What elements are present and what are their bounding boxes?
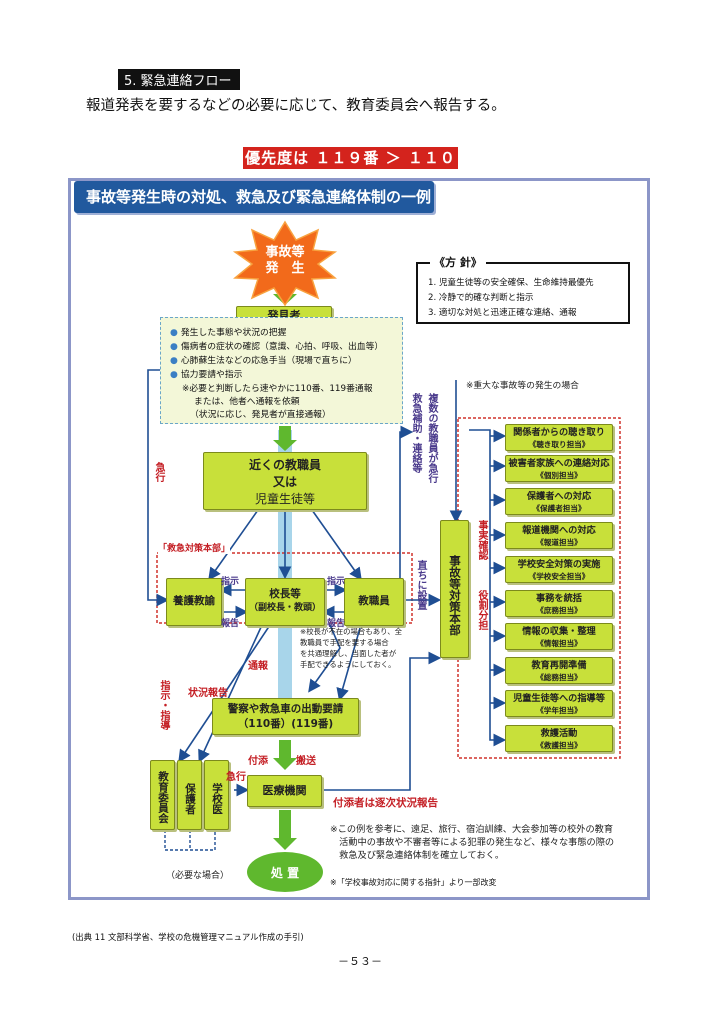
policy-title: 《方 針》 (430, 254, 486, 270)
principal-absent-note-4: 手配できるようにしておく。 (300, 660, 396, 669)
label-shiji-left: 指示 (221, 577, 240, 587)
incident-burst (232, 220, 338, 307)
label-shiji-right: 指示 (327, 577, 346, 587)
task-4: 報道機関への対応《報道担当》 (505, 522, 613, 549)
policy-item-3: 3. 適切な対処と迅速正確な連絡、通報 (428, 308, 577, 318)
nearby-staff-line3: 児童生徒等 (254, 492, 315, 506)
label-hokoku-right: 報告 (327, 619, 346, 629)
outcome-shape (247, 852, 323, 892)
principal-absent-note-2: 教職員で手配を要する場合 (300, 638, 389, 647)
task-8: 教育再開準備《総務担当》 (505, 657, 613, 684)
principal-absent-note-3: を共通理解し、当面した者が (300, 649, 397, 658)
bullet-icon: ● (170, 328, 178, 338)
nurse-teacher-box: 養護教諭 (166, 578, 222, 626)
policy-item-1: 1. 児童生徒等の安全確保、生命維持最優先 (428, 278, 594, 288)
source-citation: (出典 11 文部科学省、学校の危機管理マニュアル作成の手引) (72, 932, 304, 942)
discoverer-actions-box (160, 317, 403, 424)
principal-box: 校長等 （副校長・教頭） (245, 578, 325, 626)
task-group-boundary (457, 417, 621, 759)
task-2: 被害者家族への連絡対応《個別担当》 (505, 455, 613, 482)
task-6: 事務を統括《庶務担当》 (505, 590, 613, 617)
board-of-education-box: 教育委員会 (150, 760, 175, 830)
bullet-icon: ● (170, 342, 178, 352)
label-shiji-shido: 指示・指導 (158, 680, 169, 730)
discoverer-action-3: ●心肺蘇生法などの応急手当（現場で直ちに） (170, 356, 357, 366)
footnote-source-note: ※「学校事故対応に関する指針」より一部改変 (330, 878, 497, 887)
discoverer-action-2: ●傷病者の症状の確認（意識、心拍、呼吸、出血等） (170, 342, 384, 352)
school-doctor-box: 学校医 (204, 760, 229, 830)
label-kyukyu-hojo: 救急補助・連絡等 (410, 393, 421, 473)
task-5: 学校安全対策の実施《学校安全担当》 (505, 556, 613, 583)
nearby-staff-line2: 又は (272, 475, 297, 489)
footnote-main-3: 救急及び緊急連絡体制を確立しておく。 (330, 850, 505, 861)
medical-institution-box: 医療機関 (247, 775, 322, 807)
footnote-main-1: ※この例を参考に、遠足、旅行、宿泊訓練、大会参加等の校外の教育 (330, 824, 614, 835)
label-jijitsu: 事実確認 (476, 520, 487, 560)
serious-case-note: ※重大な事故等の発生の場合 (466, 381, 579, 391)
incident-burst-line1: 事故等 (265, 245, 305, 260)
bullet-icon: ● (170, 370, 178, 380)
incident-hq-box: 事故等対策本部 (440, 520, 469, 658)
discoverer-action-4: ●協力要請や指示 (170, 370, 243, 380)
nearby-staff-box: 近くの教職員 又は 児童生徒等 (203, 452, 367, 510)
staff-box: 教職員 (344, 578, 404, 626)
intro-text: 報道発表を要するなどの必要に応じて、教育委員会へ報告する。 (86, 98, 506, 114)
diagram-frame (68, 178, 650, 900)
label-kyuko-2: 急行 (226, 772, 246, 783)
label-kyuko: 急行 (153, 462, 164, 482)
task-3: 保護者への対応《保護者担当》 (505, 488, 613, 515)
label-jokyo-hokoku: 状況報告 (188, 688, 228, 699)
label-yakuwari: 役割分担 (476, 590, 487, 630)
task-10: 救護活動《救護担当》 (505, 725, 613, 752)
task-1: 関係者からの聴き取り《聴き取り担当》 (505, 424, 613, 451)
task-7: 情報の収集・整理《情報担当》 (505, 623, 613, 650)
diagram-title: 事故等発生時の対処、救急及び緊急連絡体制の一例 (74, 181, 434, 213)
section-heading: 5. 緊急連絡フロー (118, 69, 240, 90)
label-hokoku-left: 報告 (221, 619, 240, 629)
label-tsukisoi: 付添 (248, 756, 268, 767)
page-number: －５３－ (338, 955, 382, 968)
label-tsuho: 通報 (248, 661, 268, 672)
bullet-icon: ● (170, 356, 178, 366)
discoverer-note-2: または、他者へ通報を依頼 (194, 397, 300, 407)
label-tadachini: 直ちに設置 (415, 560, 426, 610)
priority-banner: 優先度は １１９番 ＞ １１０番 (243, 147, 458, 189)
emergency-hq-label: 「救急対策本部」 (158, 541, 231, 554)
guardians-box: 保護者 (177, 760, 202, 830)
discoverer-note-3: （状況に応じ、発見者が直接通報） (190, 410, 331, 420)
policy-item-2: 2. 冷静で的確な判断と指示 (428, 293, 534, 303)
task-9: 児童生徒等への指導等《学年担当》 (505, 690, 613, 717)
if-necessary-note: （必要な場合） (166, 871, 230, 881)
discoverer-note-1: ※必要と判断したら速やかに110番、119番通報 (182, 384, 373, 394)
discoverer-action-1: ●発生した事態や状況の把握 (170, 328, 287, 338)
policy-box (416, 262, 630, 324)
label-hanso: 搬送 (296, 756, 316, 767)
attendant-report: 付添者は逐次状況報告 (333, 797, 438, 809)
label-fukusu: 複数の教職員が急行 (426, 393, 437, 483)
incident-burst-line2: 発 生 (265, 261, 305, 276)
outcome-label: 処 置 (270, 866, 300, 880)
principal-absent-note-1: ※校長が不在の場合もあり、全 (300, 627, 402, 636)
footnote-main-2: 活動中の事故や不審者等による犯罪の発生など、様々な事態の際の (330, 837, 615, 848)
police-ambulance-box: 警察や救急車の出動要請 （110番）(119番) (212, 698, 359, 735)
nearby-staff-line1: 近くの教職員 (248, 458, 321, 472)
